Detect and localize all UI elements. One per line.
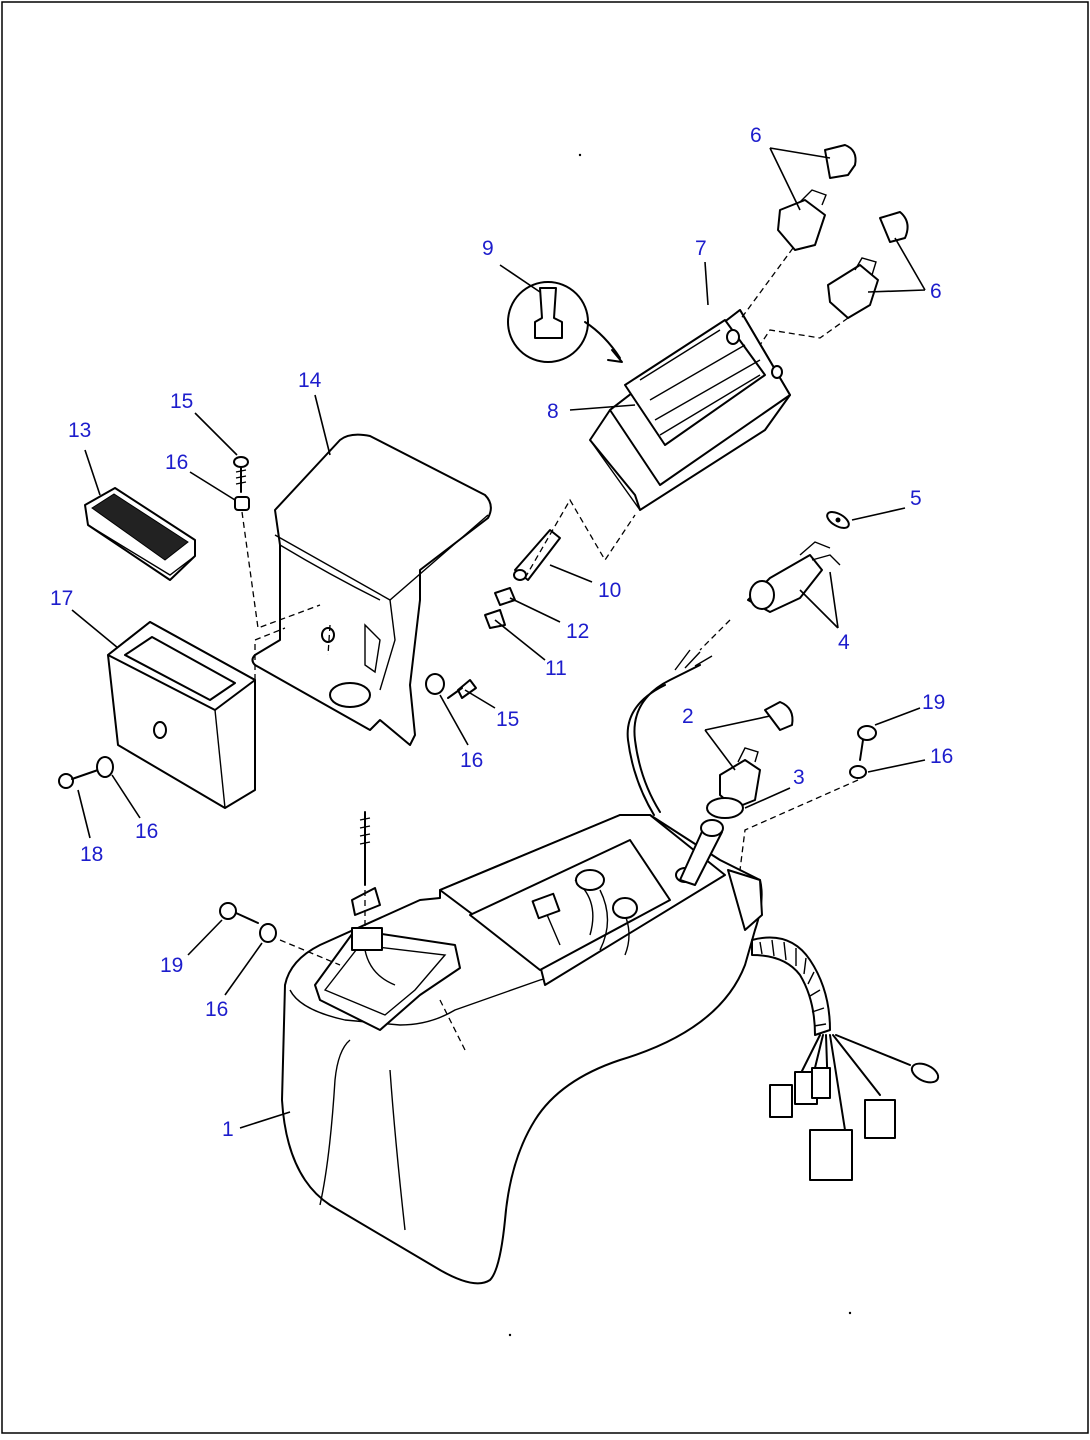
callout-17: 17 — [50, 587, 73, 610]
callout-19-right: 19 — [922, 691, 945, 714]
assembly-lines — [241, 247, 859, 1051]
callout-8: 8 — [547, 400, 559, 423]
callout-5: 5 — [910, 487, 922, 510]
part-pod-stand — [251, 433, 492, 746]
callout-10: 10 — [598, 579, 621, 602]
callout-16-top: 16 — [165, 451, 188, 474]
leader-lines — [71, 147, 926, 1129]
callout-16-left: 16 — [205, 998, 228, 1021]
callout-14: 14 — [298, 369, 322, 392]
callout-6-top: 6 — [750, 124, 762, 147]
part-lamp-detail — [507, 281, 623, 363]
stray-marks — [508, 153, 852, 1337]
wire-harness — [626, 649, 940, 1181]
callout-16-right: 16 — [930, 745, 953, 768]
part-switch-6 — [777, 144, 909, 319]
callout-16-box: 16 — [135, 820, 158, 843]
part-box — [107, 621, 256, 809]
callout-11: 11 — [545, 657, 567, 680]
callout-16-pod: 16 — [460, 749, 483, 772]
callout-4: 4 — [838, 631, 850, 654]
callout-15-top: 15 — [170, 390, 193, 413]
callout-1: 1 — [222, 1118, 234, 1141]
part-display-panel — [84, 487, 196, 581]
callout-19-left: 19 — [160, 954, 183, 977]
fasteners — [58, 456, 877, 943]
callout-3: 3 — [793, 766, 805, 789]
callout-2: 2 — [682, 705, 694, 728]
callout-9: 9 — [482, 237, 494, 260]
callout-15-right: 15 — [496, 708, 519, 731]
callout-18: 18 — [80, 843, 103, 866]
callout-labels: 1 2 3 4 5 6 6 7 8 9 10 11 12 13 14 15 15… — [50, 124, 953, 1141]
callout-13: 13 — [68, 419, 91, 442]
callout-12: 12 — [566, 620, 589, 643]
callout-6-right: 6 — [930, 280, 942, 303]
part-gauge-cluster — [589, 309, 791, 511]
callout-7: 7 — [695, 237, 707, 260]
part-bracket — [484, 529, 561, 629]
part-switch-2 — [679, 701, 794, 886]
part-key-switch — [747, 511, 850, 613]
part-console-body — [281, 814, 763, 1285]
